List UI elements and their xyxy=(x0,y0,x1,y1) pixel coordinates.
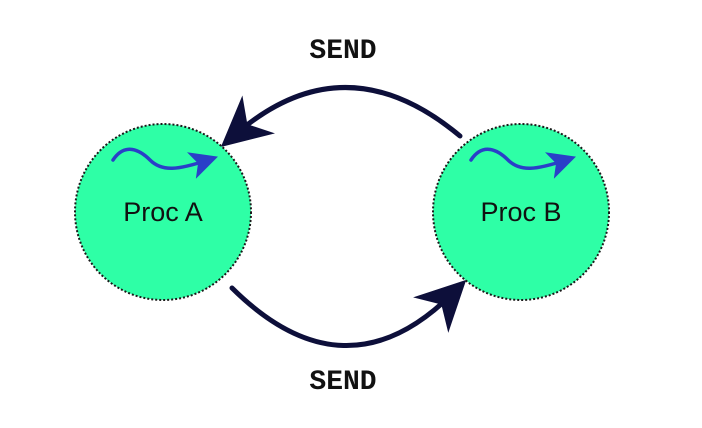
arrow-b-to-a xyxy=(220,85,463,148)
edge-label-bottom: SEND xyxy=(309,367,376,398)
node-proc-b: Proc B xyxy=(432,123,610,301)
edge-label-top: SEND xyxy=(309,36,376,67)
squiggle-arrow-icon xyxy=(111,147,218,179)
node-label: Proc A xyxy=(123,197,203,227)
node-label: Proc B xyxy=(480,197,561,227)
edge-b-to-a: SEND xyxy=(220,36,463,148)
node-proc-a: Proc A xyxy=(74,123,252,301)
squiggle-arrow-icon xyxy=(469,147,576,179)
arrow-a-to-b xyxy=(229,279,467,348)
edge-a-to-b: SEND xyxy=(229,279,467,398)
